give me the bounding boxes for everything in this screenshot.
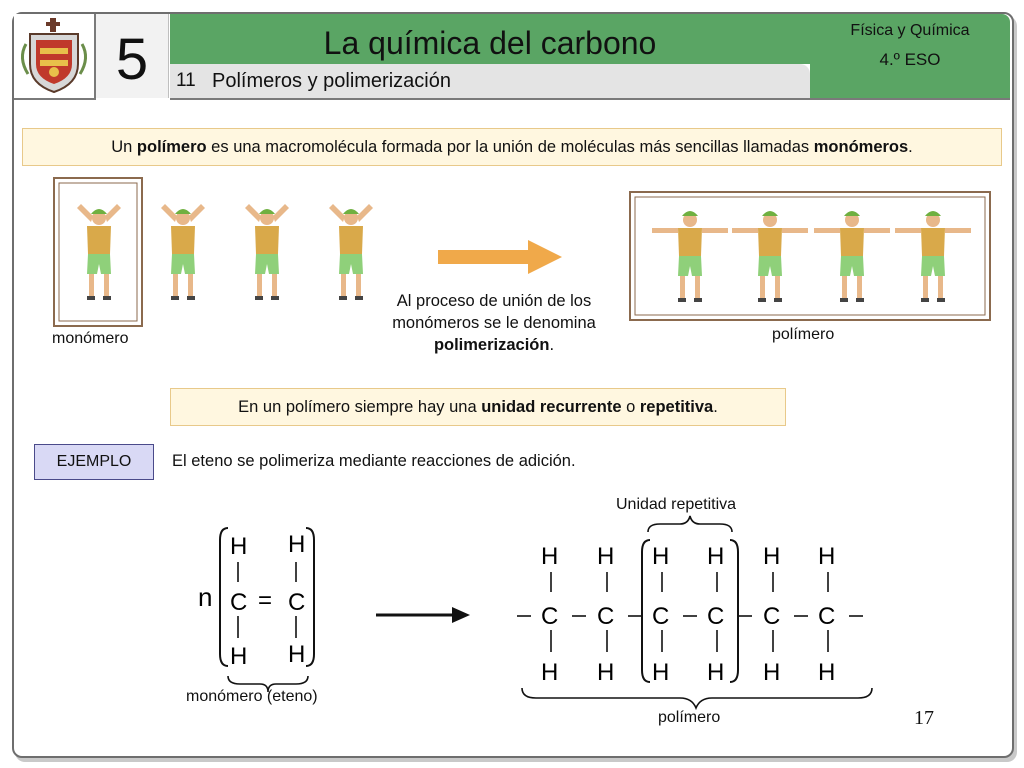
atom-h: H (707, 543, 724, 570)
section-number: 11 (176, 70, 196, 91)
example-text: El eteno se polimeriza mediante reaccion… (172, 452, 576, 470)
atom-h: H (541, 659, 558, 686)
recurrent-term-1: unidad recurrente (481, 398, 622, 416)
polymer-caption: polímero (658, 709, 721, 726)
page-title: La química del carbono (170, 14, 810, 64)
atom-h: H (652, 659, 669, 686)
section-bar: 11 Polímeros y polimerización (170, 64, 810, 100)
atom-h: H (652, 543, 669, 570)
atom-c: C (652, 603, 669, 630)
process-caption: Al proceso de unión de los monómeros se … (360, 290, 628, 356)
double-bond: = (258, 587, 272, 614)
recurrent-text: o (621, 398, 640, 416)
monomer-frame-inner (58, 182, 138, 322)
atom-c: C (597, 603, 614, 630)
polymer-label: polímero (772, 326, 835, 343)
repeat-unit-bracket-left (641, 539, 651, 683)
atom-h: H (230, 533, 247, 560)
definition-text: es una macromolécula formada por la unió… (206, 138, 814, 156)
process-term: polimerización (433, 336, 550, 354)
recurrent-text: . (713, 398, 718, 416)
crest-icon (21, 18, 87, 94)
polymer-chain: H C H H C H H C H H C H H C H H C H (517, 543, 863, 686)
example-badge: EJEMPLO (34, 444, 154, 480)
monomer-caption: monómero (eteno) (186, 688, 318, 705)
atom-c: C (288, 589, 305, 616)
page-number: 17 (914, 707, 934, 729)
atom-h: H (763, 543, 780, 570)
atom-h: H (288, 641, 305, 668)
course-label: 4.º ESO (879, 50, 941, 69)
atom-h: H (230, 643, 247, 670)
brace-monomer (227, 675, 309, 693)
atom-c: C (230, 589, 247, 616)
recurrent-term-2: repetitiva (639, 398, 714, 416)
atom-h: H (288, 531, 305, 558)
bracket-right (305, 527, 315, 667)
course-info: Física y Química 4.º ESO (810, 14, 1010, 100)
atom-h: H (818, 659, 835, 686)
reaction-arrow-icon (376, 607, 470, 623)
process-text: . (549, 336, 555, 354)
section-title: Polímeros y polimerización (212, 70, 451, 92)
definition-box: Un polímero es una macromolécula formada… (22, 128, 1002, 166)
definition-term-monomers: monómeros (813, 138, 909, 156)
definition-text: . (908, 138, 913, 156)
atom-h: H (707, 659, 724, 686)
coefficient-n: n (198, 582, 212, 612)
chapter-number: 5 (96, 14, 169, 98)
recurrent-unit-box: En un polímero siempre hay una unidad re… (170, 388, 786, 426)
school-logo (14, 14, 96, 100)
polymer-frame-inner (634, 196, 986, 316)
atom-h: H (541, 543, 558, 570)
bracket-left (219, 527, 229, 667)
atom-h: H (597, 659, 614, 686)
process-text: Al proceso de unión de los monómeros se … (392, 292, 596, 332)
repeat-unit-caption: Unidad repetitiva (616, 496, 737, 513)
brace-polymer (521, 687, 873, 711)
recurrent-text: En un polímero siempre hay una (238, 398, 482, 416)
atom-h: H (818, 543, 835, 570)
repeat-unit-bracket-right (729, 539, 739, 683)
subject-label: Física y Química (850, 22, 970, 39)
definition-term-polymer: polímero (136, 138, 207, 156)
atom-h: H (597, 543, 614, 570)
brace-repeat-unit (647, 515, 733, 533)
atom-c: C (818, 603, 835, 630)
atom-c: C (707, 603, 724, 630)
atom-h: H (763, 659, 780, 686)
atom-c: C (763, 603, 780, 630)
atom-c: C (541, 603, 558, 630)
arrow-right-icon (438, 240, 562, 274)
monomer-label: monómero (52, 330, 129, 347)
definition-text: Un (111, 138, 137, 156)
